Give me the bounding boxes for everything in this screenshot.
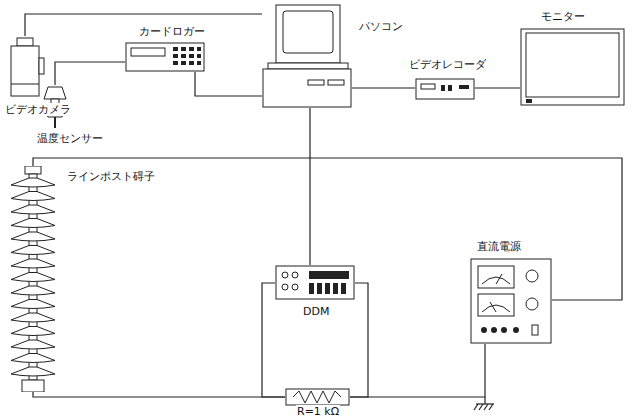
video-recorder: ビデオレコーダ xyxy=(415,76,475,101)
card-logger-illustration xyxy=(125,42,205,72)
device-label: ビデオレコーダ xyxy=(408,58,487,71)
wire xyxy=(33,392,285,397)
wire xyxy=(352,87,415,88)
video-recorder-illustration xyxy=(415,76,475,101)
device-label: パソコン xyxy=(358,20,404,33)
digital-multimeter: DDM xyxy=(275,265,355,300)
resistor-symbol: R=1 kΩ xyxy=(285,388,350,406)
wire xyxy=(475,87,520,88)
card-logger: カードロガー xyxy=(125,42,205,72)
resistor-symbol-illustration xyxy=(285,388,350,406)
personal-computer: パソコン xyxy=(262,4,352,108)
device-label: 直流電源 xyxy=(476,240,522,253)
wire xyxy=(195,72,262,96)
wire xyxy=(33,158,622,300)
monitor: モニター xyxy=(520,28,625,106)
device-label: DDM xyxy=(302,305,330,318)
line-post-insulator: ラインポスト碍子 xyxy=(8,166,58,392)
wire xyxy=(55,62,125,85)
monitor-illustration xyxy=(520,28,625,106)
device-label: 温度センサー xyxy=(36,132,104,145)
video-camera: ビデオカメラ xyxy=(5,36,45,98)
personal-computer-illustration xyxy=(262,4,352,108)
dc-power-supply-illustration xyxy=(470,258,552,344)
device-label: カードロガー xyxy=(138,25,206,38)
wire xyxy=(262,283,285,397)
dc-power-supply: 直流電源 xyxy=(470,258,552,344)
digital-multimeter-illustration xyxy=(275,265,355,300)
device-label: R=1 kΩ xyxy=(296,405,340,418)
wire xyxy=(350,344,485,397)
wire xyxy=(350,283,368,397)
device-label: ビデオカメラ xyxy=(4,103,72,116)
video-camera-illustration xyxy=(5,36,45,98)
device-label: ラインポスト碍子 xyxy=(66,170,156,183)
wire xyxy=(309,108,310,265)
line-post-insulator-illustration xyxy=(8,166,58,392)
device-label: モニター xyxy=(540,10,586,23)
